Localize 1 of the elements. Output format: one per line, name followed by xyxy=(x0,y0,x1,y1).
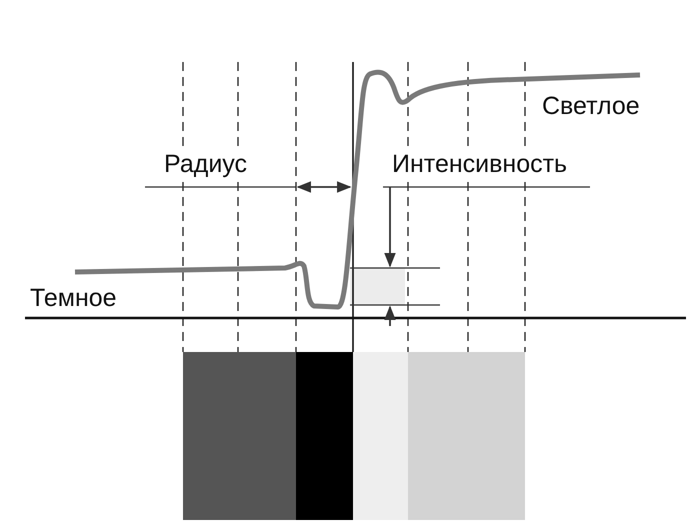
text-label: Темное xyxy=(29,284,118,312)
